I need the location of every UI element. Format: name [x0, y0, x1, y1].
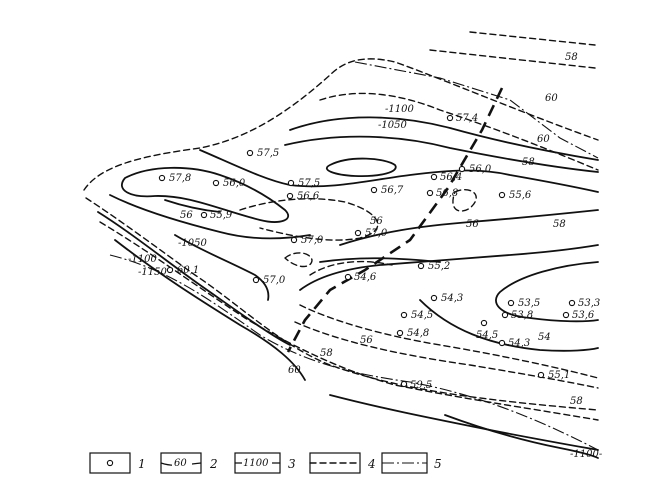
contour-label: 56 [360, 335, 373, 346]
svg-text:57,5: 57,5 [298, 178, 320, 189]
svg-text:55,9: 55,9 [210, 210, 233, 221]
legend-item-dash-dot-line: 5 [381, 452, 442, 474]
contour-labels: 58 60 -1100 -1050 60 58 56 56 56 58 -105… [128, 52, 603, 460]
well: 53,5 [507, 298, 540, 309]
contour-label: 58 [553, 219, 566, 230]
svg-text:54,3: 54,3 [508, 338, 530, 349]
contour-label: 54 [538, 332, 551, 343]
legend-item-well: 1 [89, 452, 146, 474]
well-symbol-icon [106, 459, 114, 467]
contour-label: -1150 [138, 267, 167, 278]
svg-text:57,8: 57,8 [169, 173, 191, 184]
well: 56,8 [426, 188, 458, 199]
svg-text:55,1: 55,1 [548, 370, 570, 381]
legend-item-solid-contour: 60 2 [160, 452, 218, 474]
fault-line [286, 87, 504, 353]
svg-text:54,5: 54,5 [411, 310, 433, 321]
well: 56,4 [430, 172, 462, 183]
well: 56,0 [212, 178, 246, 189]
well: 56,6 [286, 191, 320, 202]
svg-text:55,2: 55,2 [428, 261, 450, 272]
well: 54,3 [430, 293, 463, 304]
well: 57,0 [354, 228, 388, 239]
svg-text:59,5: 59,5 [410, 380, 432, 391]
well: 54,6 [344, 272, 377, 283]
svg-text:5: 5 [434, 457, 442, 471]
svg-text:54,3: 54,3 [441, 293, 463, 304]
well: 55,2 [417, 261, 450, 272]
svg-text:55,6: 55,6 [509, 190, 532, 201]
legend-item-dashed-line: 4 [309, 452, 376, 474]
svg-text:1: 1 [138, 457, 146, 471]
contour-label: 56 [466, 219, 479, 230]
contour-label: 58 [320, 348, 333, 359]
wells: 57,4 57,5 57,8 56,0 57,5 56,6 56,7 56,4 … [158, 113, 600, 391]
well: 60,1 [166, 265, 199, 276]
legend-item-depth-contour: 1100 3 [234, 452, 296, 474]
svg-text:57,0: 57,0 [365, 228, 388, 239]
well: 57,4 [446, 113, 478, 124]
contour-label: 58 [565, 52, 578, 63]
contour-label: -1100 [128, 254, 157, 265]
well: 53,3 [568, 298, 600, 309]
contour-label: 60 [537, 134, 550, 145]
well: 57,8 [158, 173, 191, 184]
svg-text:60: 60 [174, 458, 187, 469]
contour-label: 58 [570, 396, 583, 407]
contour-label: -1050 [178, 238, 207, 249]
well: 57,0 [252, 275, 286, 286]
svg-text:54,5: 54,5 [476, 330, 498, 341]
well: 55,9 [200, 210, 233, 221]
svg-text:54,6: 54,6 [354, 272, 377, 283]
contour-label: -1050 [378, 120, 407, 131]
well: 57,5 [246, 148, 279, 159]
well: 53,6 [562, 310, 595, 321]
svg-text:4: 4 [367, 457, 376, 471]
contour-label: 58 [522, 157, 535, 168]
svg-text:60,1: 60,1 [177, 265, 199, 276]
svg-text:56,7: 56,7 [381, 185, 404, 196]
svg-text:56,4: 56,4 [440, 172, 462, 183]
svg-text:54,8: 54,8 [407, 328, 429, 339]
contour-label: 60 [545, 93, 558, 104]
dash-dot-lines [109, 61, 599, 451]
svg-text:53,3: 53,3 [578, 298, 600, 309]
svg-text:3: 3 [288, 457, 296, 471]
well: 54,5 [400, 310, 433, 321]
svg-text:57,4: 57,4 [456, 113, 478, 124]
well: 57,0 [290, 235, 324, 246]
svg-text:56,0: 56,0 [469, 164, 492, 175]
svg-text:56,6: 56,6 [297, 191, 320, 202]
well: 55,1 [537, 370, 570, 381]
well: 55,6 [498, 190, 532, 201]
contour-label: -1100- [570, 449, 603, 460]
contour-label: 60 [288, 365, 301, 376]
well: 57,5 [287, 178, 320, 189]
svg-text:53,5: 53,5 [518, 298, 540, 309]
svg-text:1100: 1100 [243, 458, 269, 469]
dashed-boundaries [83, 31, 599, 421]
contour-label: 56 [370, 216, 383, 227]
well: 59,5 [400, 380, 432, 391]
svg-text:57,5: 57,5 [257, 148, 279, 159]
svg-text:57,0: 57,0 [263, 275, 286, 286]
svg-text:53,6: 53,6 [572, 310, 595, 321]
solid-contours [97, 116, 599, 459]
svg-text:2: 2 [209, 457, 218, 471]
well: 56,0 [458, 164, 492, 175]
well: 56,7 [370, 185, 404, 196]
contour-label: 56 [180, 210, 193, 221]
svg-text:53,8: 53,8 [511, 310, 533, 321]
svg-text:57,0: 57,0 [301, 235, 324, 246]
well: 54,8 [396, 328, 429, 339]
well: 54,3 [498, 338, 530, 349]
well: 53,8 [501, 310, 533, 321]
legend: 1 60 2 1100 3 4 5 [89, 452, 442, 474]
contour-label: -1100 [385, 104, 414, 115]
svg-text:56,0: 56,0 [223, 178, 246, 189]
svg-text:56,8: 56,8 [436, 188, 458, 199]
well: 54,5 [476, 319, 498, 341]
